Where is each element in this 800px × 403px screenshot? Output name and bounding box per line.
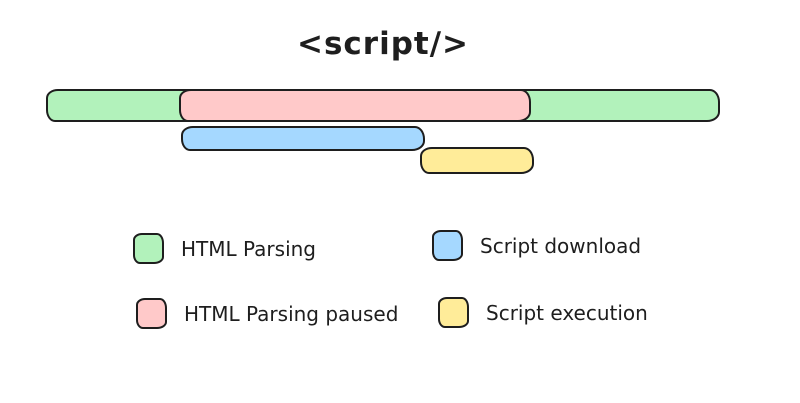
timeline-bar-script-download <box>181 126 425 151</box>
timeline-bar-script-execution <box>420 147 534 174</box>
diagram-title: <script/> <box>296 26 470 62</box>
legend-label-script-download: Script download <box>480 233 642 258</box>
legend-item-html-parsing: HTML Parsing <box>133 233 316 264</box>
legend-swatch-html-parsing-paused <box>136 298 167 329</box>
legend-label-script-execution: Script execution <box>486 300 648 325</box>
legend-label-html-parsing-paused: HTML Parsing paused <box>184 301 399 326</box>
legend-item-html-parsing-paused: HTML Parsing paused <box>136 298 398 329</box>
legend-swatch-script-download <box>432 230 463 261</box>
legend-swatch-html-parsing <box>133 233 164 264</box>
timeline-bar-html-parsing-paused <box>179 89 531 122</box>
legend-item-script-execution: Script execution <box>438 297 648 328</box>
legend-label-html-parsing: HTML Parsing <box>181 236 316 261</box>
legend-item-script-download: Script download <box>432 230 641 261</box>
legend-swatch-script-execution <box>438 297 469 328</box>
